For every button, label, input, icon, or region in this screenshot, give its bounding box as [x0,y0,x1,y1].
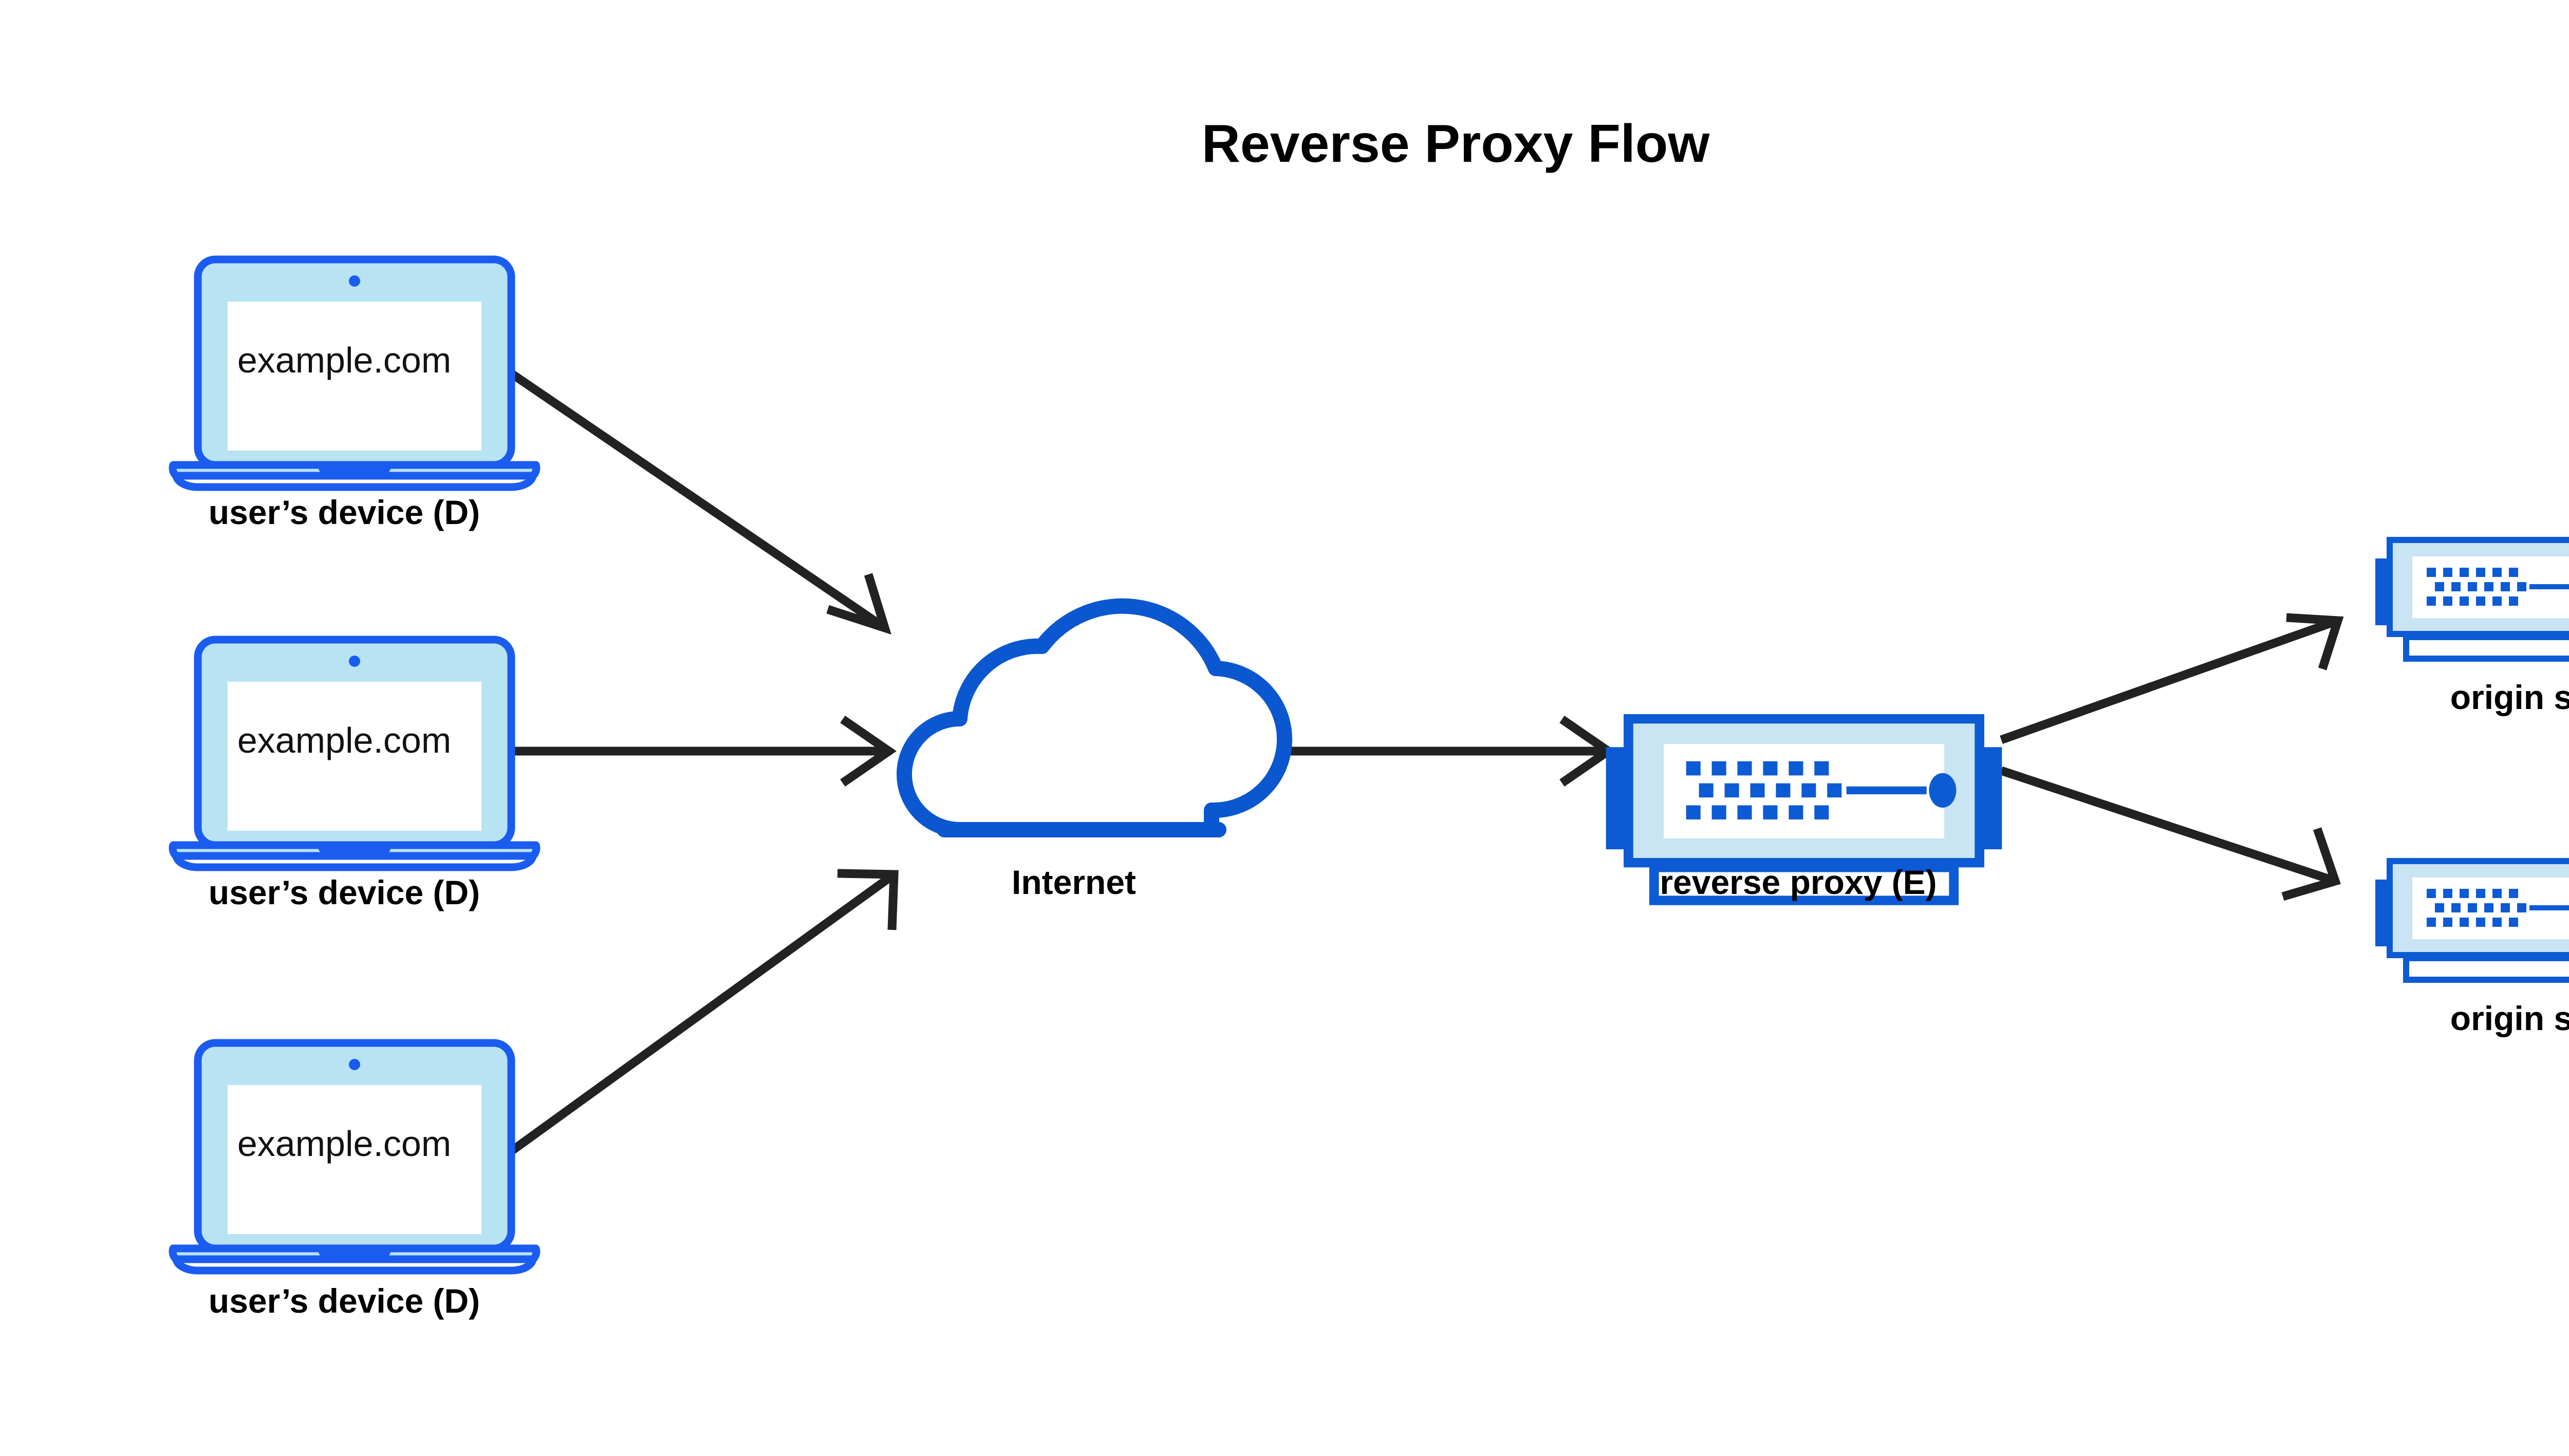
node-user-device-2[interactable]: example.com user’s device (D) [173,640,536,911]
device-screen-text: example.com [237,720,451,760]
device-screen-text: example.com [237,340,451,380]
edge-device2-cloud [514,716,897,787]
cloud-icon [897,598,1293,837]
node-user-device-1[interactable]: example.com user’s device (D) [173,259,536,531]
edge-proxy-origin2 [2000,766,2341,901]
edge-device1-cloud [504,366,891,635]
node-label: user’s device (D) [209,1282,480,1320]
connector-layer [504,366,2344,1159]
device-screen-text: example.com [237,1124,451,1164]
edge-device3-cloud [504,869,899,1159]
server-icon [2375,540,2569,659]
node-label: user’s device (D) [209,493,480,531]
node-origin-server-2[interactable]: origin server (F) [2375,861,2569,1037]
node-label: Internet [1012,863,1136,901]
node-label: reverse proxy (E) [1660,863,1937,901]
node-internet-cloud[interactable]: Internet [897,598,1293,901]
node-label: origin server (F) [2450,678,2569,716]
node-reverse-proxy[interactable]: reverse proxy (E) [1606,719,2002,901]
node-label: origin server (F) [2450,999,2569,1037]
page-title: Reverse Proxy Flow [1202,114,1710,174]
server-icon [2375,861,2569,980]
edge-proxy-origin1 [2000,613,2344,744]
node-user-device-3[interactable]: example.com user’s device (D) [173,1043,536,1320]
node-origin-server-1[interactable]: origin server (F) [2375,540,2569,716]
node-label: user’s device (D) [209,873,480,911]
